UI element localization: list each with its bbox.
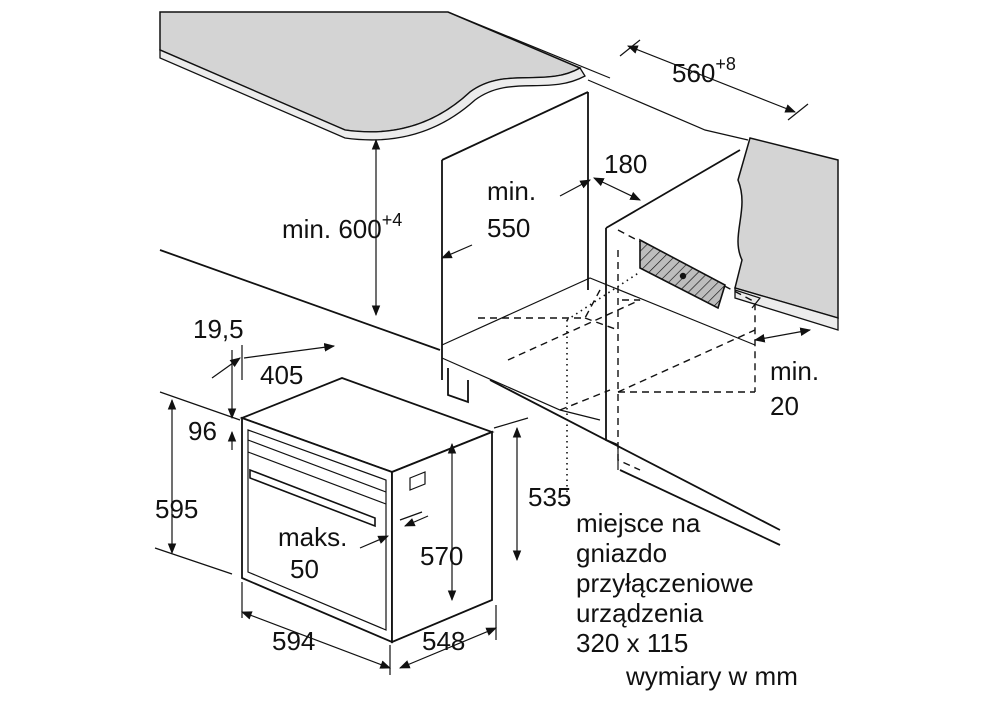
- note-line-3: przyłączeniowe: [576, 568, 754, 598]
- dim-19-5: [211, 357, 241, 379]
- label-180: 180: [604, 149, 647, 179]
- ref-line: [587, 79, 749, 141]
- countertop-left: [159, 11, 586, 141]
- ref-line: [447, 11, 611, 79]
- socket-area: [639, 238, 726, 310]
- label-min-20-b: 20: [770, 391, 799, 421]
- note-line-4: urządzenia: [576, 598, 704, 628]
- dim-594: [240, 611, 392, 669]
- label-maks-a: maks.: [278, 522, 347, 552]
- socket-leader: [566, 271, 641, 321]
- label-19-5: 19,5: [193, 314, 244, 344]
- dim-548: [399, 627, 497, 669]
- label-560: 560+8: [672, 54, 736, 88]
- label-min-600: min. 600+4: [282, 210, 402, 244]
- countertop-right: [734, 137, 839, 331]
- dim-min-550-left: [441, 244, 473, 259]
- units-note: wymiary w mm: [625, 661, 798, 691]
- dim-maks-50: [359, 535, 389, 549]
- label-548: 548: [422, 626, 465, 656]
- label-min-550-b: 550: [487, 213, 530, 243]
- dim-405: [243, 343, 336, 359]
- label-594: 594: [272, 626, 315, 656]
- label-maks-b: 50: [290, 554, 319, 584]
- label-595: 595: [155, 494, 198, 524]
- note-line-2: gniazdo: [576, 538, 667, 568]
- dim-180: [593, 177, 641, 201]
- oven: [239, 377, 495, 644]
- label-min-20-a: min.: [770, 356, 819, 386]
- dim-560: [626, 45, 797, 113]
- label-570: 570: [420, 541, 463, 571]
- dim-min-550-right: [559, 179, 591, 197]
- label-min-550-a: min.: [487, 176, 536, 206]
- note-line-5: 320 x 115: [576, 628, 688, 658]
- label-405: 405: [260, 360, 303, 390]
- label-96: 96: [188, 416, 217, 446]
- note-line-1: miejsce na: [576, 508, 701, 538]
- label-535: 535: [528, 482, 571, 512]
- dim-min-20: [753, 327, 812, 343]
